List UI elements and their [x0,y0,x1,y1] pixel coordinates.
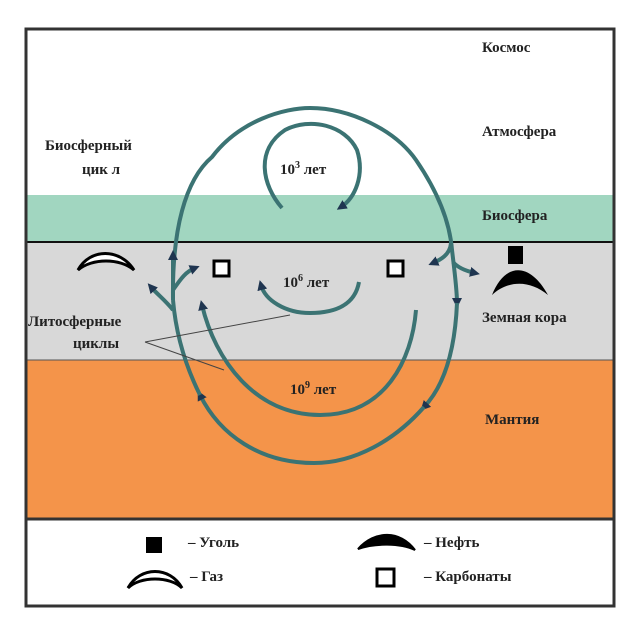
mantle-cycle-arrow-bottom [197,390,426,466]
legend-gas-icon [126,570,184,590]
pointer-line [144,314,291,343]
label-litho-cycles: Литосферные [28,314,122,330]
cycle-1e9-arrow [198,300,418,418]
coal-icon [508,246,523,264]
space-atmosphere-layer [27,30,613,195]
mantle-cycle-arrow-left [171,299,202,396]
label-atmosphere: Атмосфера [482,124,557,140]
label-cycle-1e9: 109 лет [290,380,337,398]
to-gas-arrow [147,283,175,312]
label-crust: Земная кора [482,310,567,326]
cycle-1e3-arrow [262,121,362,210]
biosphere-cycle-arrow [170,105,462,308]
legend-oil-icon [357,534,416,551]
to-oil-arrow [451,260,480,277]
label-biosphere: Биосфера [482,208,548,224]
label-biosphere-cycle: Биосферный [45,138,132,154]
cycle-1e6-arrow [257,280,361,316]
diagram-frame [24,27,616,608]
legend-coal-icon [146,537,162,553]
label-cycle-1e3: 103 лет [280,160,327,178]
to-carbonate-arrow [171,265,200,292]
legend-coal: – Уголь [188,535,240,551]
label-biosphere-cycle-2: цик л [82,162,121,178]
biosphere-layer [27,195,613,242]
legend-oil: – Нефть [424,535,480,551]
legend-carbonate-icon [375,567,396,588]
gas-icon [76,252,136,272]
mantle-layer [27,360,613,518]
label-litho-cycles-2: циклы [73,336,120,352]
legend-carbonates: – Карбонаты [424,569,512,585]
from-surface-arrow [428,242,453,266]
mantle-cycle-arrow-right [420,302,459,411]
legend-gas: – Газ [190,569,224,585]
pointer-line [144,341,225,371]
carbonate-icon [212,259,231,278]
label-cycle-1e6: 106 лет [283,273,330,291]
carbonate-icon [386,259,405,278]
label-mantle: Мантия [485,412,540,428]
label-space: Космос [482,40,531,56]
oil-icon [492,270,548,295]
